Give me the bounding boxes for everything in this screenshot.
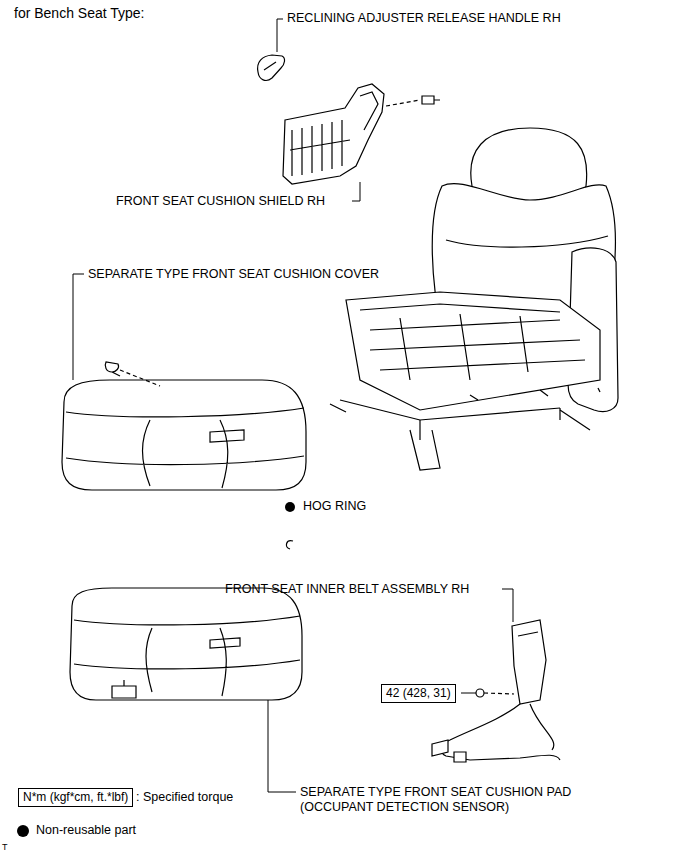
hog-ring <box>285 502 295 549</box>
cushion-pad <box>70 588 302 700</box>
figure-code: T <box>2 840 8 854</box>
legend-text: : Specified torque <box>136 790 233 805</box>
release-handle <box>258 55 285 80</box>
torque-box: N*m (kgf*cm, ft.*lbf) <box>18 788 133 807</box>
cushion-shield <box>283 84 440 184</box>
legend-text: Non-reusable part <box>36 823 136 838</box>
torque-box: 42 (428, 31) <box>381 684 456 703</box>
part-name: RECLINING ADJUSTER RELEASE HANDLE RH <box>287 11 561 26</box>
torque-value: N*m (kgf*cm, ft.*lbf) <box>23 790 128 804</box>
torque-value: 42 (428, 31) <box>386 686 451 700</box>
part-name: SEPARATE TYPE FRONT SEAT CUSHION PAD (OC… <box>300 785 630 815</box>
part-name: FRONT SEAT CUSHION SHIELD RH <box>116 194 325 209</box>
part-name: FRONT SEAT INNER BELT ASSEMBLY RH <box>225 582 469 597</box>
cushion-cover <box>62 362 306 490</box>
part-name: HOG RING <box>303 499 366 514</box>
legend-dot <box>17 825 29 837</box>
seat-assembly <box>330 128 618 470</box>
part-name: SEPARATE TYPE FRONT SEAT CUSHION COVER <box>88 267 379 282</box>
diagram-title: for Bench Seat Type: <box>14 6 145 21</box>
